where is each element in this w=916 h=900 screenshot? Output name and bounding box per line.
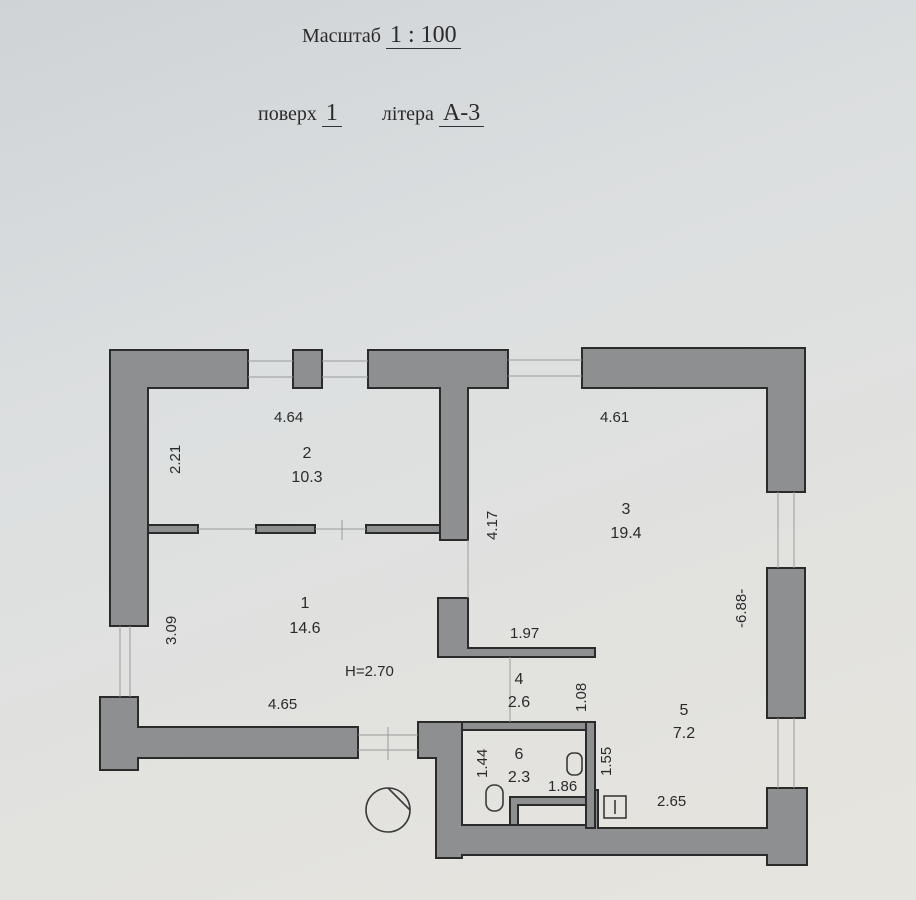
wall-bath-step [509,796,587,826]
room-5-number: 5 [680,702,689,719]
wall-bath-top [461,721,596,731]
dim-right-wall: -6.88- [733,589,750,628]
dim-room4-depth: 1.08 [573,683,590,712]
scale-line: Масштаб 1 : 100 [302,22,461,50]
room-4-number: 4 [515,671,524,688]
partition-3 [365,524,441,534]
shower-tray [603,795,627,819]
walls [99,347,808,866]
dim-room6-depth: 1.44 [474,749,491,778]
dim-room5-width: 2.65 [657,793,686,810]
scale-value: 1 : 100 [385,22,461,50]
room-5-area: 7.2 [673,725,695,742]
sink [566,752,583,776]
dim-room1-width: 4.65 [268,696,297,713]
dim-height: H=2.70 [345,663,394,680]
room-1-area: 14.6 [289,620,320,637]
toilet [485,784,504,812]
partition-2 [255,524,316,534]
wall-pillar [292,349,323,389]
room-3-number: 3 [622,501,631,518]
dim-room1-depth: 3.09 [163,616,180,645]
dim-room3-depth: 4.17 [484,511,501,540]
room-1-number: 1 [301,595,310,612]
windows [119,359,795,788]
partition-1 [147,524,199,534]
wall-bottom [417,721,808,866]
wall-right [766,567,806,719]
dim-room5-depth: 1.55 [598,747,615,776]
wall-top-left [109,349,249,627]
dim-room2-width: 4.64 [274,409,303,426]
letter-value: А-3 [438,100,485,128]
floor-line: поверх 1 літера А-3 [258,100,485,128]
letter-label: літера [381,103,434,125]
room-4-area: 2.6 [508,694,530,711]
room-labels: 2 10.3 3 19.4 1 14.6 4 2.6 5 7.2 6 2.3 [289,445,695,786]
scale-label: Масштаб [302,25,381,47]
dim-room6-width: 1.86 [548,778,577,795]
dimension-labels: 4.64 4.61 2.21 4.17 3.09 -6.88- 1.97 H=2… [163,409,750,810]
stair-circle [365,787,411,833]
room-3-area: 19.4 [610,525,641,542]
wall-top-right [581,347,806,493]
dim-corridor-width: 1.97 [510,625,539,642]
room-6-number: 6 [515,746,524,763]
room-2-area: 10.3 [291,469,322,486]
dim-room3-width: 4.61 [600,409,629,426]
fixtures [365,752,627,833]
wall-bath-right [585,721,596,829]
dim-room2-depth: 2.21 [167,445,184,474]
room-2-number: 2 [303,445,312,462]
stair-gap [387,787,411,811]
room-6-area: 2.3 [508,769,530,786]
floor-label: поверх [258,103,317,125]
floor-value: 1 [321,100,342,128]
wall-bottom-left [99,696,359,771]
